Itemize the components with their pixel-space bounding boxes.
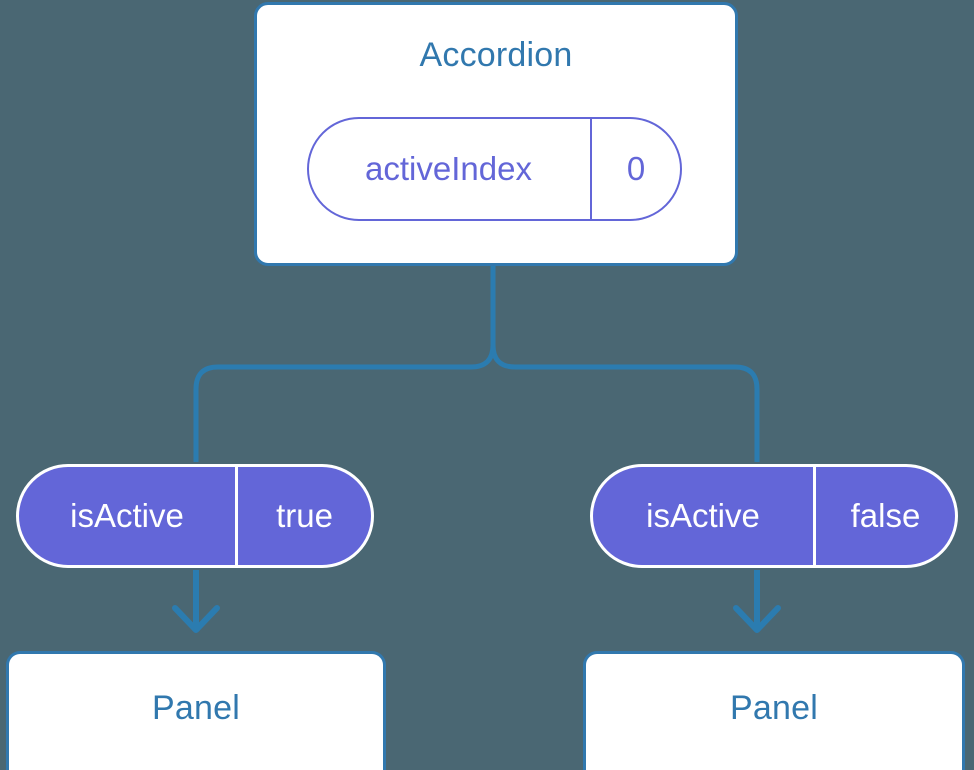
accordion-state-pill[interactable]: activeIndex 0: [307, 117, 682, 221]
accordion-component-card[interactable]: Accordion: [254, 2, 738, 266]
prop-pill-right[interactable]: isActive false: [590, 464, 958, 568]
accordion-component-title: Accordion: [419, 36, 573, 74]
state-key-label: activeIndex: [309, 119, 592, 219]
prop-value-label-left: true: [276, 497, 333, 534]
panel-component-card-right[interactable]: Panel: [583, 651, 965, 770]
prop-pill-left[interactable]: isActive true: [16, 464, 374, 568]
panel-component-title-left: Panel: [152, 689, 240, 727]
panel-component-card-left[interactable]: Panel: [6, 651, 386, 770]
prop-key-label-left: isActive: [19, 467, 238, 565]
prop-value-label-right: false: [850, 497, 921, 534]
panel-component-title-right: Panel: [730, 689, 818, 727]
prop-key-label-right: isActive: [593, 467, 816, 565]
state-value-label: 0: [626, 150, 646, 187]
